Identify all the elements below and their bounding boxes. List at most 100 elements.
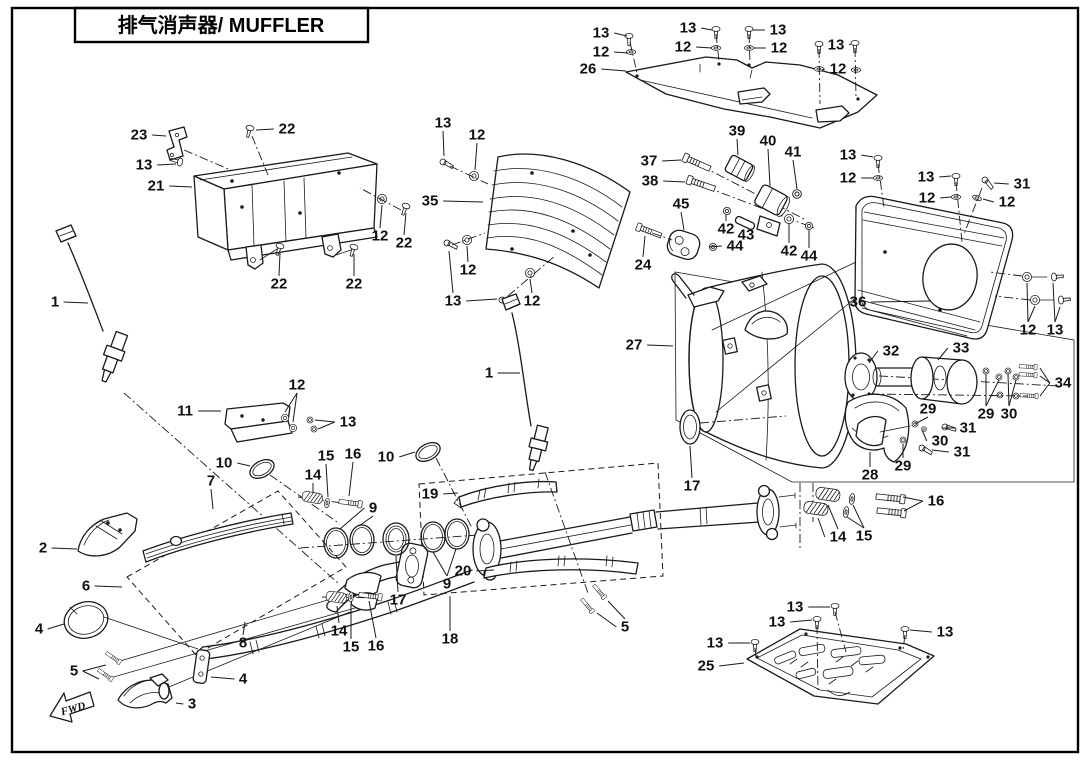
part-number-label: 2 (39, 540, 47, 557)
bolt-5 (96, 667, 115, 683)
part-number-label: 4 (239, 671, 248, 688)
leader-line (596, 612, 617, 628)
callout-32: 32 (868, 343, 899, 364)
callout-5: 5 (596, 600, 629, 636)
callout-34: 34 (1039, 367, 1072, 397)
bolt-5 (579, 596, 596, 615)
leader-line (719, 662, 745, 667)
washer-12 (873, 175, 883, 181)
leader-line (708, 245, 722, 248)
leader-line (614, 32, 628, 37)
callout-31: 31 (931, 444, 970, 461)
leader-line (448, 250, 454, 294)
part-number-label: 35 (422, 193, 439, 210)
part-number-label: 4 (35, 621, 44, 638)
callout-13: 13 (918, 169, 952, 186)
part-number-label: 13 (340, 414, 357, 431)
title-box (73, 6, 370, 44)
callout-42: 42 (781, 223, 797, 260)
leader-line (689, 445, 693, 479)
leader-line (850, 68, 853, 71)
ring-17 (382, 522, 410, 556)
part-35-heat-shield (438, 153, 631, 307)
leader-line (909, 629, 932, 633)
callout-45: 45 (673, 196, 690, 231)
part-number-label: 12 (593, 44, 610, 61)
callout-17: 17 (684, 445, 700, 495)
washer-15 (323, 497, 331, 509)
part-number-label: 22 (279, 121, 296, 138)
callout-8: 8 (239, 621, 247, 652)
callout-13: 13 (769, 614, 813, 631)
washer-29 (899, 436, 907, 444)
part-19-upper-pipe-shield (453, 478, 558, 509)
mount-clip (722, 337, 738, 355)
callout-25: 25 (698, 658, 745, 675)
callout-13: 13 (445, 250, 498, 310)
leader-line (175, 702, 184, 705)
part-number-label: 16 (345, 446, 362, 463)
callout-37: 37 (641, 153, 682, 170)
nut-44 (805, 221, 813, 231)
callout-12: 12 (593, 44, 629, 61)
washer-12 (525, 267, 535, 279)
part-number-label: 6 (82, 578, 90, 595)
leader-line (242, 621, 246, 636)
callout-13: 13 (787, 599, 830, 616)
leader-line (1054, 306, 1061, 323)
mount-clip (756, 384, 772, 402)
part-number-label: 7 (207, 473, 215, 490)
leader-line (736, 138, 739, 156)
callout-26: 26 (580, 61, 627, 78)
leader-line (476, 569, 495, 572)
part-number-label: 13 (769, 614, 786, 631)
callout-16: 16 (345, 446, 362, 497)
washer-30 (1004, 367, 1012, 375)
leader-line (443, 200, 484, 203)
callout-41: 41 (785, 144, 802, 190)
part-number-label: 12 (469, 127, 486, 144)
part-number-label: 5 (621, 619, 629, 636)
part-number-label: 31 (960, 420, 977, 437)
part-number-label: 26 (580, 61, 597, 78)
callout-11: 11 (177, 403, 221, 420)
leader-line (237, 462, 251, 467)
callout-22: 22 (271, 252, 287, 293)
part-number-label: 20 (455, 563, 472, 580)
part-number-label: 22 (346, 276, 363, 293)
callout-1: 1 (51, 294, 89, 311)
callout-12: 12 (753, 40, 787, 57)
callout-15: 15 (318, 448, 334, 498)
part-number-label: 28 (862, 467, 879, 484)
part-number-label: 13 (1047, 322, 1064, 339)
part-number-label: 37 (641, 153, 658, 170)
callout-31: 31 (942, 420, 976, 437)
callout-42: 42 (718, 215, 734, 238)
washer-15 (842, 505, 850, 519)
nut-41 (792, 189, 802, 199)
leader-line (1007, 373, 1010, 407)
part-number-label: 11 (177, 403, 193, 420)
leader-line (169, 185, 193, 188)
muffler-group-box (674, 271, 1075, 483)
callout-13: 13 (840, 147, 874, 164)
part-6-elbow-and-clamp (109, 542, 429, 690)
part-number-label: 45 (673, 196, 690, 213)
callout-20: 20 (455, 563, 495, 580)
leader-line (403, 212, 407, 236)
leader-line (903, 500, 924, 512)
part-number-label: 41 (785, 144, 802, 161)
callout-39: 39 (729, 123, 745, 156)
part-number-label: 13 (136, 157, 153, 174)
leader-line (701, 27, 713, 31)
part-number-label: 12 (524, 293, 541, 310)
shield-bracket (737, 87, 771, 105)
leader-line (861, 154, 874, 158)
callout-24: 24 (635, 235, 652, 274)
part-number-label: 8 (239, 635, 247, 652)
washer-29 (995, 373, 1003, 381)
leader-line (210, 488, 214, 510)
callout-12: 12 (821, 61, 853, 78)
callout-12: 12 (372, 204, 388, 245)
